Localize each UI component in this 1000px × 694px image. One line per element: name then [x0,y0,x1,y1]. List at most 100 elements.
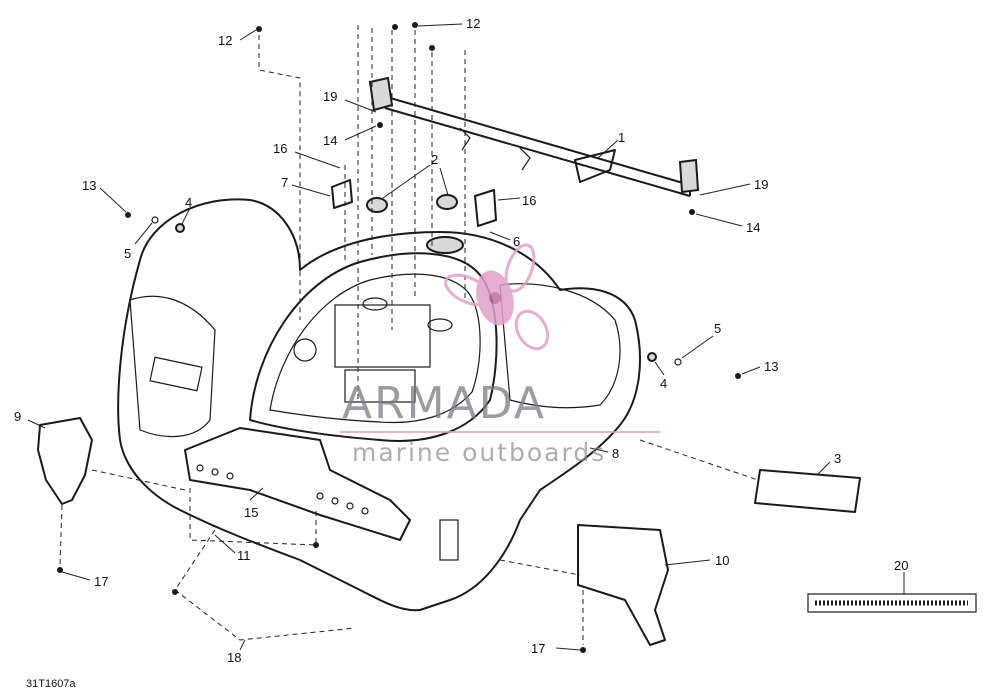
bar-end-left [368,76,394,112]
callout-labels: 12 12 19 14 16 7 2 1 19 14 13 4 5 16 6 5… [14,16,908,665]
screw-17-left [57,567,63,573]
guide-line-12-top [357,25,466,400]
grille-hole-3 [226,472,234,480]
callout-18: 18 [227,650,241,665]
leader-16b [497,197,521,201]
grille-hole-5 [331,497,339,505]
grille-hole-7 [361,507,369,515]
left-reflector-slot [149,356,203,392]
callout-3: 3 [834,451,841,466]
screw-17-right [580,647,586,653]
callout-8: 8 [612,446,619,461]
drawing-code: 31T1607a [26,678,76,690]
grommet-left-part-2 [366,197,388,213]
relay-round [293,338,317,362]
leader-9 [27,419,46,429]
filler-cap [426,236,464,254]
screw-12-top-b [412,22,418,28]
screw-12-top-a [392,24,398,30]
left-side-panel [129,295,216,438]
screw-18 [172,589,178,595]
callout-10: 10 [715,553,729,568]
leader-17a [61,571,91,581]
callout-19-right: 19 [754,177,768,192]
callout-13-right: 13 [764,359,778,374]
callout-15: 15 [244,505,258,520]
clip-14-left [377,122,383,128]
leader-4a [181,207,191,225]
grille-hole-6 [346,502,354,510]
grille-hole-4 [316,492,324,500]
fuse-block [344,369,416,403]
leader-14b [695,213,743,227]
leader-11 [214,534,236,554]
guide-line-12-left [258,35,301,320]
leader-5b [681,335,714,359]
clip-14-right [689,209,695,215]
callout-20: 20 [894,558,908,573]
bolt-13-right [735,373,741,379]
compartment-inner-rim [269,273,481,424]
battery-cap-b [427,318,453,332]
leader-10 [664,559,711,566]
leader-7 [291,184,331,197]
guide-line-18 [174,529,356,641]
leader-4b [654,361,665,376]
bracket-part-16 [474,189,497,227]
watermark-brand: ARMADA [342,378,546,429]
bracket-part-7 [331,179,353,209]
callout-12-left: 12 [218,33,232,48]
mud-flap-part-9 [37,417,93,505]
washer-5-right [674,358,682,366]
callout-7: 7 [281,175,288,190]
leader-19b [699,183,751,196]
callout-4-left: 4 [185,195,192,210]
callout-5-right: 5 [714,321,721,336]
support-bar-bracket [574,149,616,183]
leader-3 [817,461,831,475]
leader-16a [294,151,341,169]
callout-2: 2 [431,152,438,167]
front-grille-panel [184,427,411,541]
callout-6: 6 [513,234,520,249]
screw-11 [313,542,319,548]
grille-hole-2 [211,468,219,476]
callout-16-right: 16 [522,193,536,208]
callout-19-left: 19 [323,89,337,104]
battery-cap-a [362,297,388,311]
guide-line-10 [499,559,581,576]
leader-1 [597,139,619,159]
callout-1: 1 [618,130,625,145]
leader-12b [417,23,463,27]
front-fender-body [117,198,641,612]
washer-5-left [151,216,159,224]
leader-19a [344,99,377,113]
callout-17-left: 17 [94,574,108,589]
callout-5-left: 5 [124,246,131,261]
leader-13b [741,366,761,375]
armada-watermark: ARMADA marine outboards [340,243,660,467]
propeller-logo-icon [444,243,550,351]
callout-12-top: 12 [466,16,480,31]
leader-17b [555,647,581,651]
leader-2 [382,164,449,199]
support-bar-part-1 [379,94,691,197]
grille-hole-1 [196,464,204,472]
decal-strip-part-20 [807,593,977,613]
leader-12a [239,29,257,41]
battery-box [334,304,431,368]
callout-11: 11 [237,548,251,563]
assembly-drawing [27,22,977,653]
leader-18 [239,639,246,651]
screw-12-top-c [429,45,435,51]
callout-17-right: 17 [531,641,545,656]
guide-line-3 [639,439,759,481]
leader-8 [589,447,609,453]
pad-part-3 [754,469,861,513]
bar-mid-clip [459,127,531,171]
mud-flap-part-10 [577,524,669,646]
screw-12-left [256,26,262,32]
leader-6 [489,231,511,241]
callout-16-left: 16 [273,141,287,156]
